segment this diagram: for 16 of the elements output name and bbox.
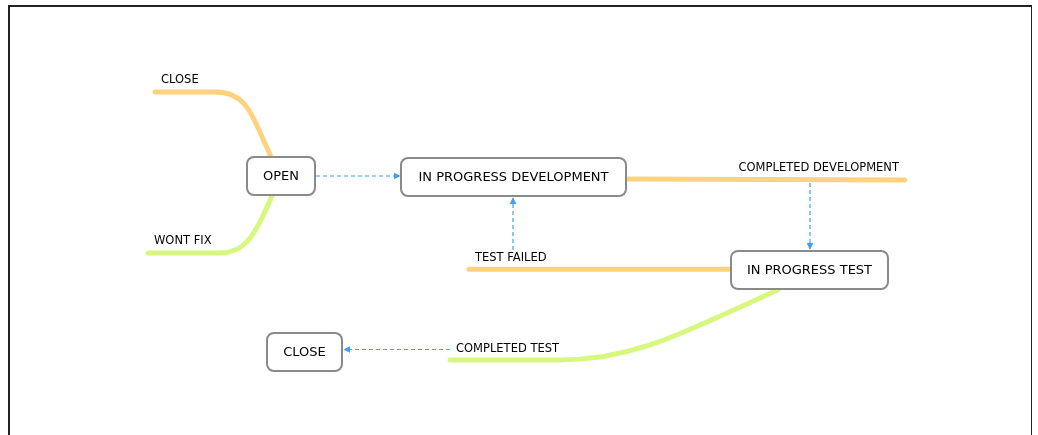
state-box: IN PROGRESS TEST <box>730 250 889 290</box>
branch-label: WONT FIX <box>148 233 225 253</box>
branch-label: CLOSE <box>155 72 230 92</box>
branch-line <box>145 193 275 256</box>
state-box: IN PROGRESS DEVELOPMENT <box>400 157 627 197</box>
branch-label: COMPLETED TEST <box>450 341 580 360</box>
state-box: OPEN <box>246 156 316 196</box>
arrow <box>343 346 451 353</box>
branch-label: TEST FAILED <box>469 250 724 269</box>
arrow <box>806 182 814 250</box>
branch-line <box>447 287 781 363</box>
arrow <box>509 197 517 251</box>
branch-line <box>152 89 273 159</box>
state-box: CLOSE <box>266 332 343 372</box>
arrow <box>315 172 401 180</box>
branch-label: COMPLETED DEVELOPMENT <box>715 160 905 180</box>
